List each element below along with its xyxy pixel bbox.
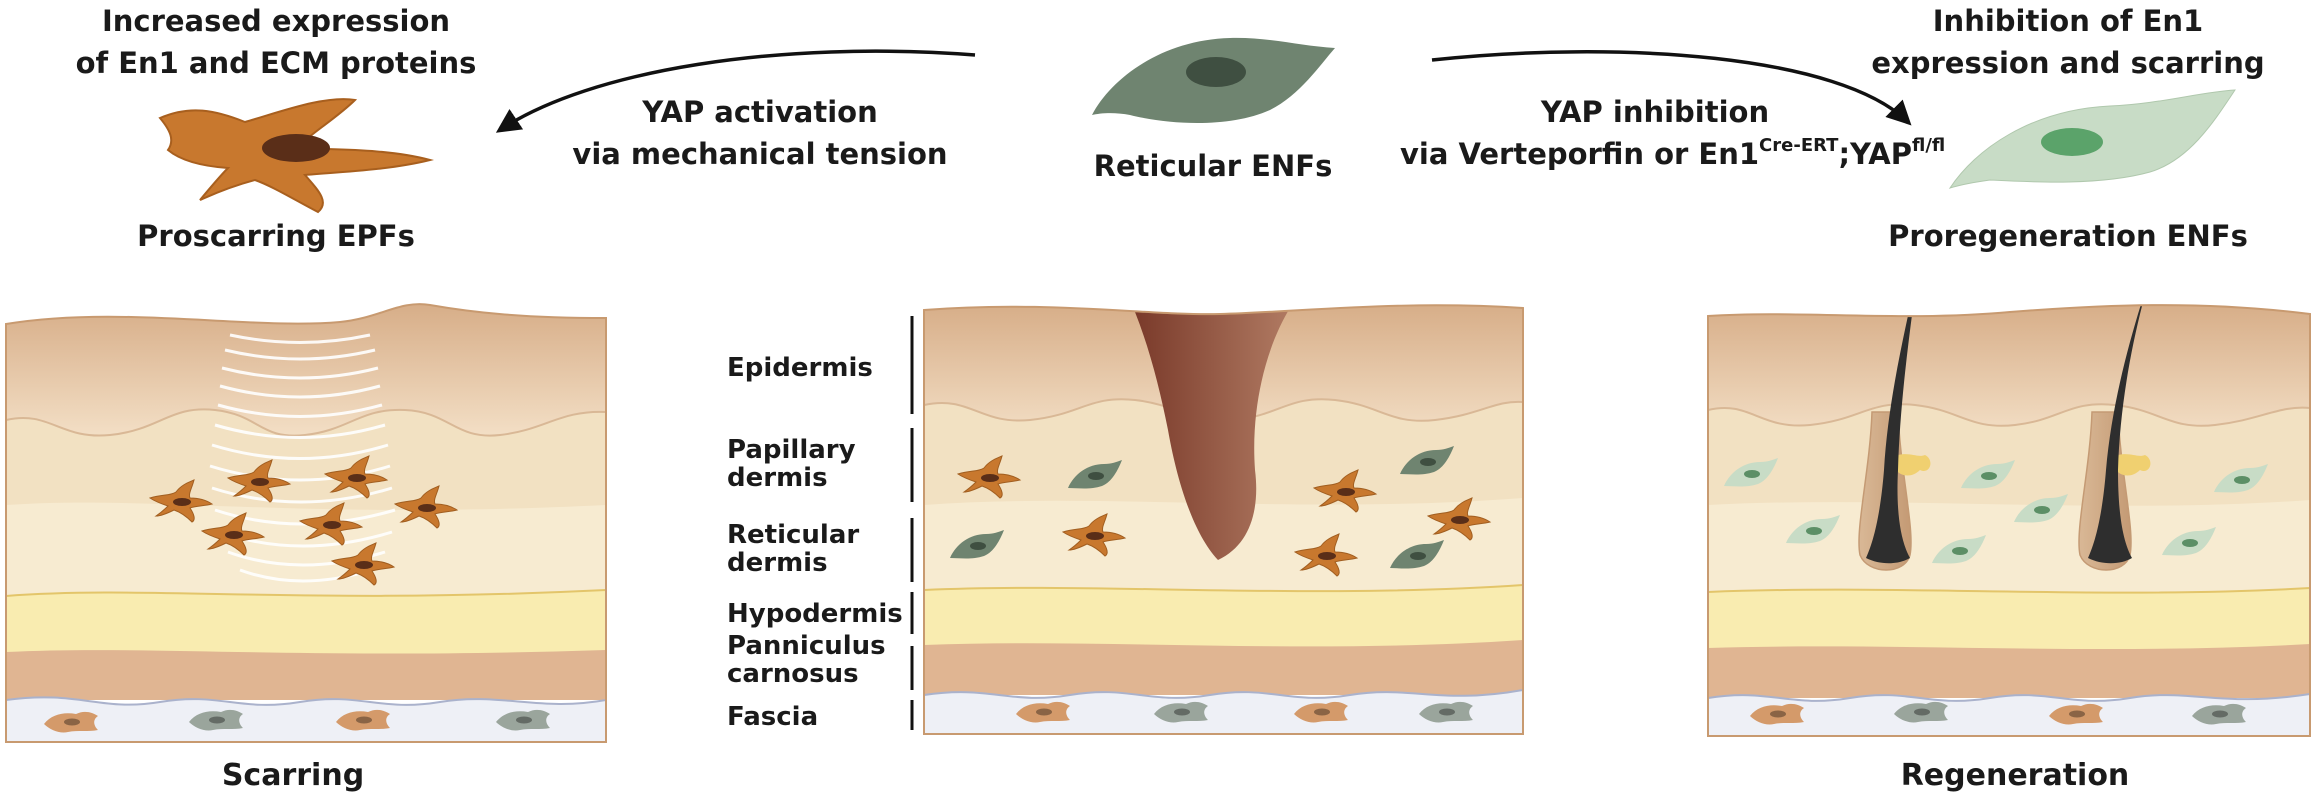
scar-reticular-dermis	[6, 502, 606, 600]
flfl-superscript: fl/fl	[1912, 135, 1945, 156]
wound-epf-cell-0	[956, 455, 1022, 499]
hair-follicle-left-icon	[1858, 305, 1931, 571]
yap-inhibition-arrow	[1431, 50, 1912, 126]
epidermis-label: Epidermis	[727, 353, 873, 383]
wound-enf-cell-2	[950, 530, 1004, 559]
scar-epidermis	[6, 304, 606, 450]
scar-epf-cell-3	[393, 485, 459, 529]
top-right-heading-line1: Inhibition of En1	[1933, 4, 2203, 38]
hypodermis-label: Hypodermis	[727, 599, 903, 629]
regen-reticular-dermis	[1708, 500, 2310, 600]
papillary-dermis-label-line1: Papillary	[727, 435, 856, 465]
scar-epf-cell-0	[148, 479, 214, 523]
yap-activation-label-line2: via mechanical tension	[572, 137, 947, 171]
wound-panniculus	[924, 640, 1523, 695]
wound-gap	[1135, 308, 1290, 560]
verteporfin-text: via Verteporfin or En1	[1400, 137, 1759, 171]
wound-skin-panel	[923, 304, 1524, 735]
regeneration-caption: Regeneration	[1901, 758, 2130, 793]
regeneration-skin-panel	[1707, 304, 2311, 737]
fascia-label: Fascia	[727, 702, 818, 732]
wound-enf-cell-1	[1400, 446, 1454, 475]
wound-fascia-cell-0	[1016, 701, 1070, 723]
wound-fascia-cell-1	[1154, 701, 1208, 723]
reticular-enfs-label: Reticular ENFs	[1094, 149, 1333, 183]
reticular-dermis-label-line1: Reticular	[727, 520, 859, 550]
wound-hypodermis	[924, 583, 1523, 651]
yap-activation-arrow	[495, 49, 976, 133]
regen-enf-cell-2	[2014, 494, 2068, 523]
layer-labels: Epidermis Papillary dermis Reticular der…	[727, 316, 914, 732]
wound-epf-cell-4	[1293, 533, 1359, 577]
scarring-caption: Scarring	[222, 758, 364, 793]
regen-fascia-cell-0	[1750, 703, 1804, 725]
top-right-heading: Inhibition of En1 expression and scarrin…	[1871, 4, 2264, 80]
scar-epf-cell-4	[200, 512, 266, 556]
regen-fascia	[1708, 692, 2310, 736]
regen-enf-cell-0	[1724, 458, 1778, 487]
regen-enf-cell-1	[1961, 460, 2015, 489]
scar-panniculus	[6, 650, 606, 700]
regen-panniculus	[1708, 644, 2310, 698]
scarring-skin-panel	[5, 303, 607, 743]
regen-enf-cell-3	[2214, 464, 2268, 493]
regen-hypodermis	[1708, 586, 2310, 653]
scar-fascia-cell-0	[44, 711, 98, 733]
regen-enf-cell-5	[1932, 535, 1986, 564]
scar-collagen-fibers	[209, 333, 396, 583]
panniculus-label-line1: Panniculus	[727, 631, 886, 661]
scar-epf-cell-5	[298, 502, 364, 546]
proscarring-epfs-label: Proscarring EPFs	[137, 219, 415, 253]
proregeneration-enfs-label: Proregeneration ENFs	[1888, 219, 2248, 253]
yap-text: ;YAP	[1838, 137, 1912, 171]
top-left-heading-line1: Increased expression	[102, 4, 450, 38]
top-left-heading-line2: of En1 and ECM proteins	[76, 46, 477, 80]
wound-enf-cell-3	[1390, 540, 1444, 569]
scar-epf-cell-2	[323, 455, 389, 499]
panniculus-label-line2: carnosus	[727, 659, 859, 689]
wound-epf-cell-2	[1312, 469, 1378, 513]
regen-fascia-cell-2	[2049, 703, 2103, 725]
top-right-heading-line2: expression and scarring	[1871, 46, 2264, 80]
regen-fascia-cell-1	[1894, 701, 1948, 723]
top-left-heading: Increased expression of En1 and ECM prot…	[76, 4, 477, 80]
wound-enf-cell-0	[1068, 460, 1122, 489]
yap-inhibition-label-line1: YAP inhibition	[1540, 95, 1769, 129]
papillary-dermis-label-line2: dermis	[727, 463, 828, 493]
fibroblast-cells	[44, 446, 2268, 733]
scar-fascia	[6, 696, 606, 742]
proscarring-epf-cell-icon	[158, 98, 431, 214]
reticular-dermis-label-line2: dermis	[727, 548, 828, 578]
wound-fascia	[924, 688, 1523, 734]
yap-activation-label-line1: YAP activation	[641, 95, 877, 129]
regen-enf-cell-4	[1786, 515, 1840, 544]
scar-fascia-cell-3	[496, 709, 550, 731]
regen-enf-cell-6	[2162, 527, 2216, 556]
wound-fascia-cell-2	[1294, 701, 1348, 723]
scar-hypodermis	[6, 588, 606, 656]
yap-inhibition-label-line2: via Verteporfin or En1Cre-ERT;YAPfl/fl	[1400, 135, 1945, 171]
wound-epf-cell-1	[1061, 513, 1127, 557]
wound-epf-cell-3	[1426, 497, 1492, 541]
reticular-enf-cell-icon	[1092, 37, 1335, 124]
regen-fascia-cell-3	[2192, 703, 2246, 725]
cre-ert-superscript: Cre-ERT	[1759, 135, 1839, 156]
scar-epf-cell-6	[330, 542, 396, 586]
scar-fascia-cell-1	[189, 709, 243, 731]
hair-follicle-right-icon	[2078, 305, 2152, 571]
scar-fascia-cell-2	[336, 709, 390, 731]
wound-fascia-cell-3	[1419, 701, 1473, 723]
scar-epf-cell-1	[226, 459, 292, 503]
proregeneration-enf-cell-icon	[1948, 89, 2236, 189]
